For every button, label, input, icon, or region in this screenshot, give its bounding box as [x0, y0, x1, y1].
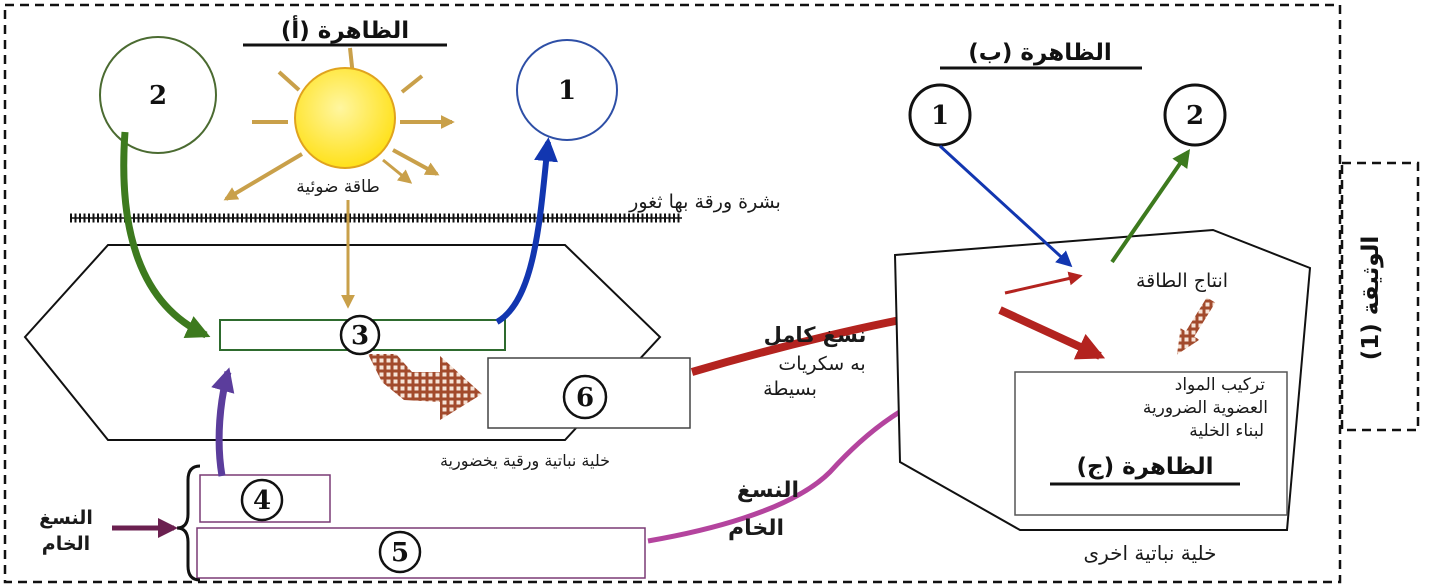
document-label: الوثيقة (1) — [1358, 236, 1384, 361]
marker-three-circle — [339, 314, 381, 356]
marker-b-one-circle — [908, 83, 972, 147]
document-frame — [3, 3, 1342, 584]
marker-four-label: 4 — [253, 486, 271, 516]
synthesis-line2: العضوية الضرورية — [1143, 398, 1268, 418]
marker-one-circle — [516, 39, 618, 141]
synthesis-box — [1014, 371, 1288, 516]
raw-sap-middle-line2: الخام — [728, 516, 784, 541]
document-label-box — [1340, 161, 1420, 432]
leaf-epidermis-label: بشرة ورقة بها ثغور — [628, 191, 781, 213]
raw-sap-middle-line1: النسغ — [737, 478, 799, 503]
marker-five-label: 5 — [391, 538, 409, 568]
leaf-cell-label: خلية نباتية ورقية يخضورية — [440, 451, 610, 471]
phenomenon-c-title: الظاهرة (ج) — [1076, 454, 1213, 480]
marker-three-label: 3 — [351, 321, 369, 351]
synthesis-branch-arrow — [998, 306, 1106, 360]
elaborated-sap-line3: بسيطة — [763, 378, 817, 400]
energy-production-label: انتاج الطاقة — [1136, 270, 1228, 292]
marker-four-circle — [240, 478, 284, 522]
marker-two-label: 2 — [149, 81, 167, 111]
marker-two-circle — [99, 36, 217, 154]
raw-sap-left-line2: الخام — [42, 533, 90, 555]
phenomenon-b-title: الظاهرة (ب) — [968, 40, 1112, 66]
hatched-energy-arrow — [1177, 297, 1216, 355]
light-energy-label: طاقة ضوئية — [296, 177, 380, 197]
elaborated-sap-line2: به سكريات — [778, 353, 865, 375]
marker-six-label: 6 — [576, 383, 594, 413]
blue-input-arrow-b — [938, 144, 1073, 268]
energy-branch-arrow — [1004, 271, 1083, 295]
hatched-transfer-arrow — [368, 354, 482, 420]
other-cell-label: خلية نباتية اخرى — [1083, 541, 1216, 565]
synthesis-line1: تركيب المواد — [1175, 375, 1266, 395]
phenomenon-a-title: الظاهرة (أ) — [281, 14, 409, 44]
marker-b-two-circle — [1163, 83, 1227, 147]
green-input-arrow — [120, 131, 211, 339]
marker-six-circle — [562, 374, 608, 420]
raw-sap-left-line1: النسغ — [39, 507, 93, 529]
marker-b-two-label: 2 — [1186, 101, 1204, 131]
green-output-arrow-b — [1110, 149, 1191, 264]
marker-five-circle — [378, 530, 422, 574]
marker-one-label: 1 — [558, 76, 576, 106]
elaborated-sap-line1: نسغ كامل — [764, 323, 867, 347]
sun-icon — [223, 47, 455, 201]
synthesis-line3: لبناء الخلية — [1189, 421, 1264, 441]
raw-sap-up-arrow — [211, 367, 235, 477]
blue-output-arrow — [495, 137, 558, 325]
marker-b-one-label: 1 — [931, 101, 949, 131]
